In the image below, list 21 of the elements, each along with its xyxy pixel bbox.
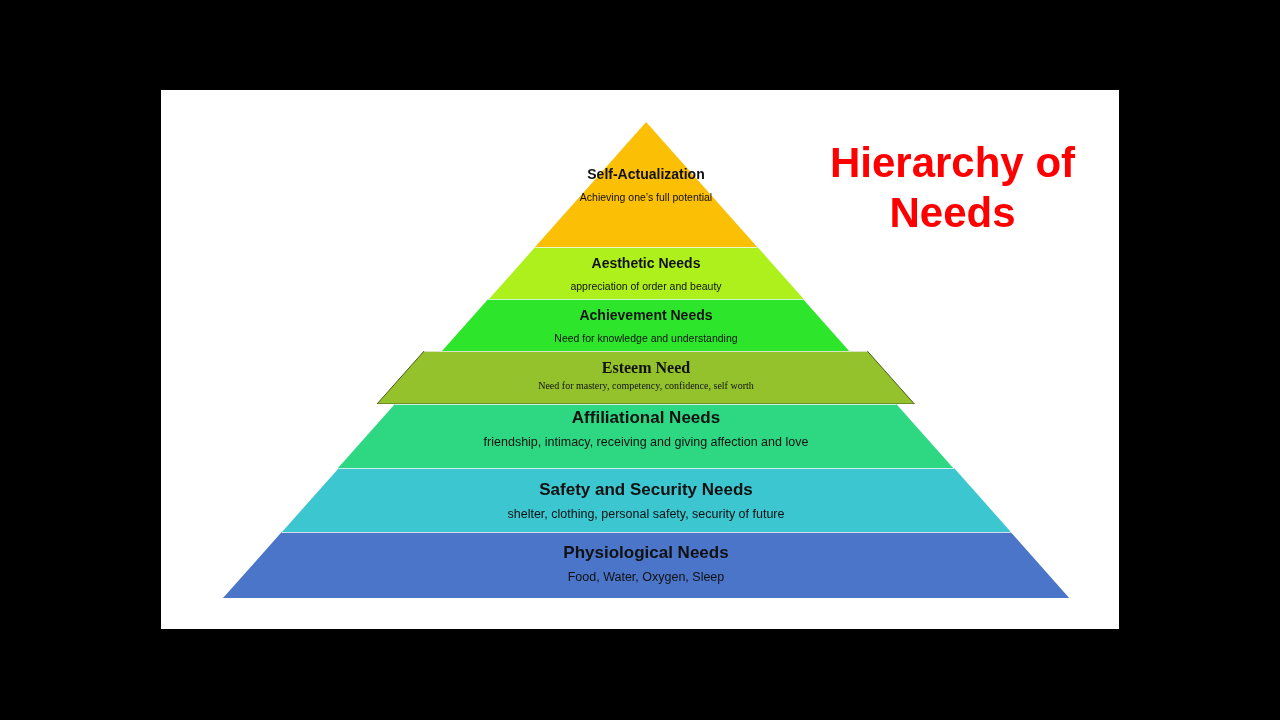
tier-heading: Physiological Needs [563, 542, 729, 564]
tier-description: Need for knowledge and understanding [554, 331, 738, 344]
pyramid-tier [377, 351, 915, 404]
tier-heading: Esteem Need [601, 358, 691, 378]
pyramid-tier [534, 122, 758, 247]
pyramid-tier [442, 299, 850, 351]
tier-heading: Safety and Security Needs [539, 479, 753, 501]
title: Hierarchy of Needs [828, 138, 1077, 239]
tier-heading: Affiliational Needs [571, 407, 721, 429]
tier-heading: Aesthetic Needs [591, 255, 701, 273]
tier-description: friendship, intimacy, receiving and giving affection and love [483, 435, 809, 450]
pyramid-tier [281, 468, 1011, 532]
tier-description: shelter, clothing, personal safety, security of future [507, 507, 785, 522]
tier-description: appreciation of order and beauty [570, 279, 722, 292]
pyramid-tier [338, 404, 954, 468]
tier-heading: Achievement Needs [579, 307, 713, 325]
pyramid-tier [222, 532, 1070, 598]
tier-description: Food, Water, Oxygen, Sleep [567, 570, 725, 585]
tier-description: Achieving one’s full potential [579, 190, 713, 203]
tier-description: Need for mastery, competency, confidence, self worth [538, 380, 754, 392]
pyramid-tier [488, 247, 804, 299]
